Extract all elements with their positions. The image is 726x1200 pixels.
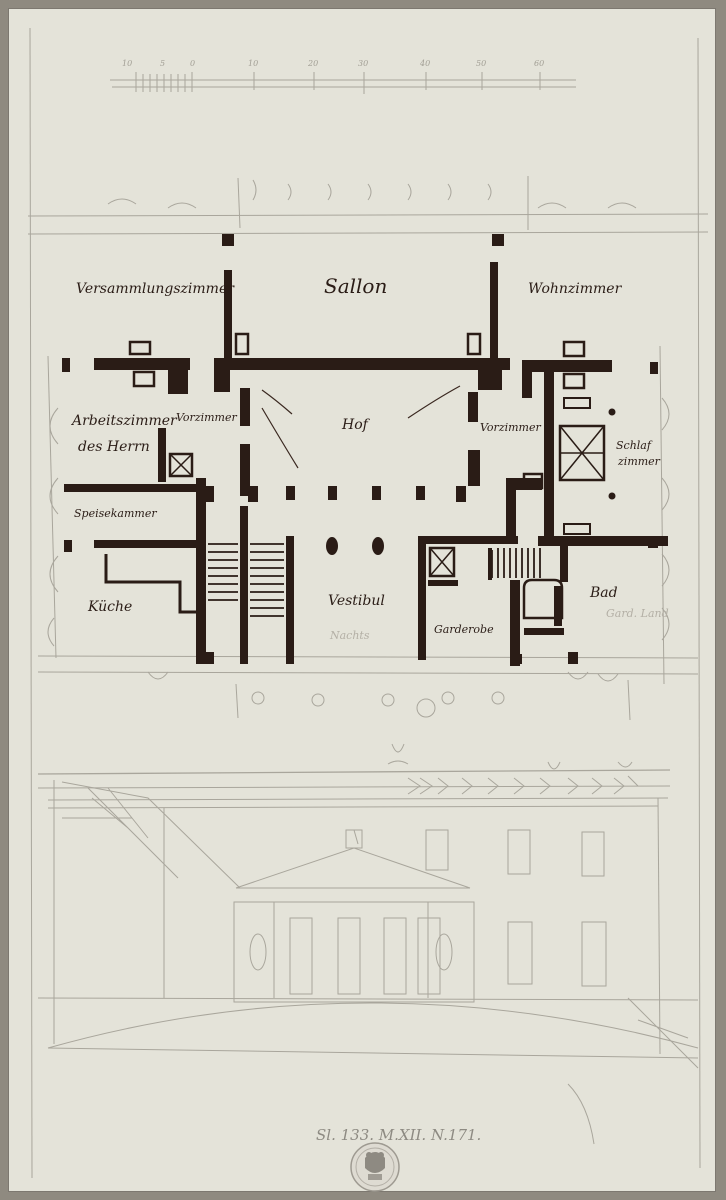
floor-plan-walls bbox=[62, 234, 668, 666]
room-label-vorzimmer-right: Vorzimmer bbox=[480, 421, 541, 434]
room-label-schlafzimmer-line2: zimmer bbox=[618, 455, 660, 468]
scale-bar: 10 5 0 10 20 30 40 50 60 bbox=[110, 59, 576, 94]
architectural-drawing: 10 5 0 10 20 30 40 50 60 bbox=[27, 27, 709, 1192]
scale-tick-label: 5 bbox=[160, 59, 165, 68]
pencil-note-right: Gard. Land bbox=[606, 607, 669, 620]
scale-tick-label: 30 bbox=[358, 59, 368, 68]
room-label-vorzimmer-left: Vorzimmer bbox=[176, 411, 237, 424]
scale-tick-label: 50 bbox=[476, 59, 486, 68]
room-label-wohnzimmer: Wohnzimmer bbox=[528, 281, 622, 297]
pencil-note-center: Nachts bbox=[330, 629, 370, 642]
scale-tick-label: 60 bbox=[534, 59, 544, 68]
room-label-schlafzimmer: Schlaf bbox=[616, 439, 651, 452]
scale-tick-label: 40 bbox=[419, 59, 430, 68]
room-label-vestibul: Vestibul bbox=[328, 593, 385, 609]
room-label-bad: Bad bbox=[590, 585, 618, 601]
scale-tick-label: 20 bbox=[307, 59, 318, 68]
room-label-sallon: Sallon bbox=[324, 274, 388, 298]
room-label-arbeitszimmer: Arbeitszimmer bbox=[72, 413, 177, 429]
inventory-signature: Sl. 133. M.XII. N.171. bbox=[316, 1126, 482, 1144]
room-label-kuche: Küche bbox=[88, 599, 133, 615]
pencil-elevation bbox=[37, 743, 699, 1145]
scale-tick-label: 10 bbox=[248, 59, 258, 68]
scale-tick-label: 10 bbox=[122, 59, 132, 68]
room-label-garderobe: Garderobe bbox=[434, 623, 494, 636]
room-label-speisekammer: Speisekammer bbox=[74, 507, 157, 520]
room-label-versammlungszimmer: Versammlungszimmer bbox=[76, 281, 234, 297]
room-label-arbeitszimmer-line2: des Herrn bbox=[78, 439, 150, 455]
collection-stamp bbox=[350, 1142, 400, 1192]
room-label-hof: Hof bbox=[342, 417, 368, 433]
drawing-sheet: 10 5 0 10 20 30 40 50 60 bbox=[8, 8, 716, 1192]
scale-tick-label: 0 bbox=[190, 59, 195, 68]
pencil-construction-lines bbox=[27, 27, 709, 1179]
